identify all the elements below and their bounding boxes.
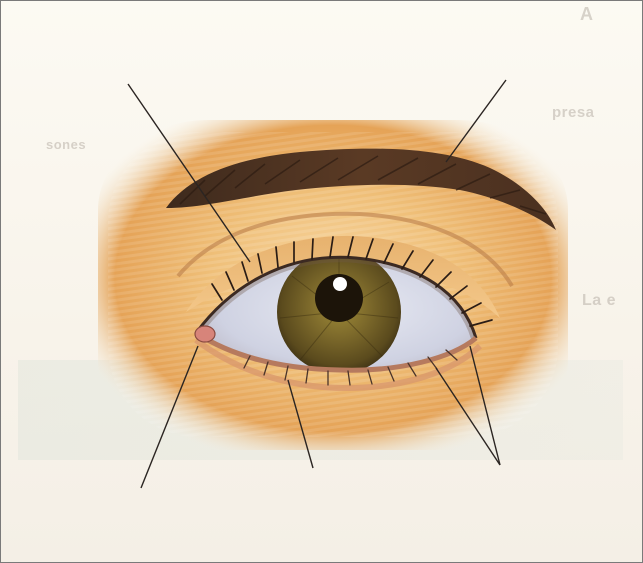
lacrimal-caruncle: [195, 326, 215, 342]
pupil-highlight: [333, 277, 347, 291]
